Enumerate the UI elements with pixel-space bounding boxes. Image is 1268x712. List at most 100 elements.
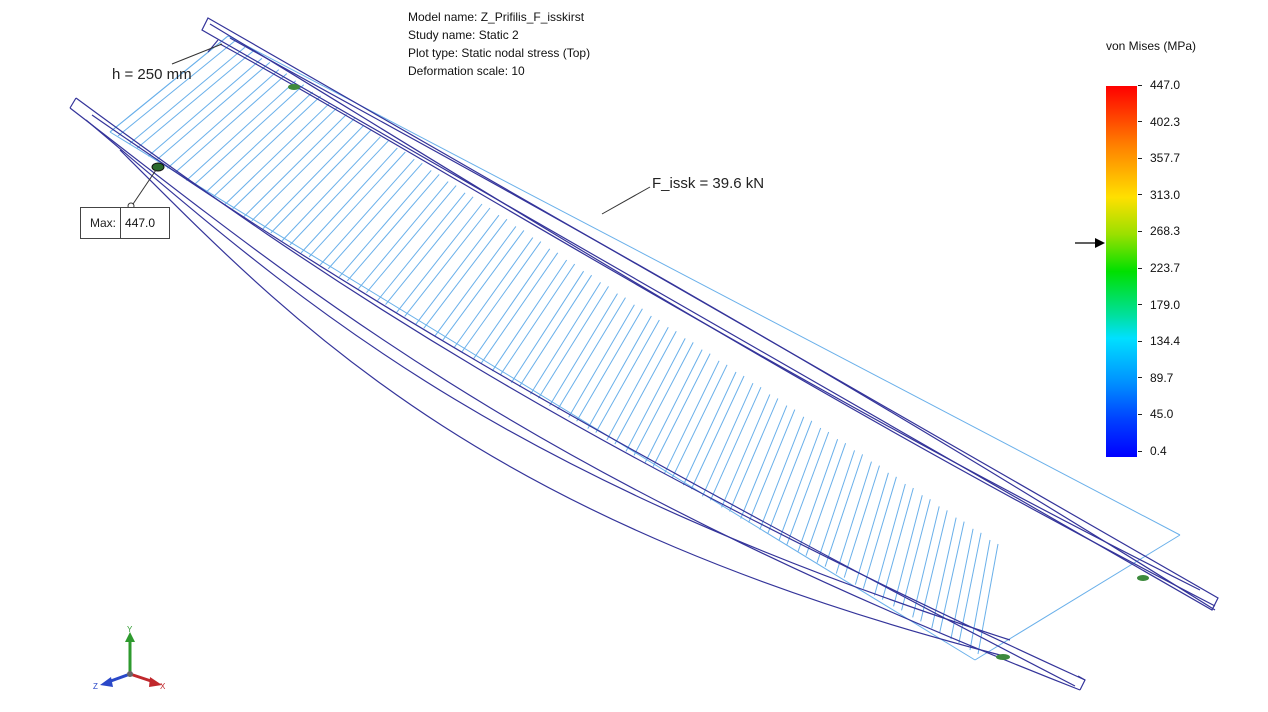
deck-rib (530, 282, 601, 395)
deck-rib (128, 46, 246, 145)
deck-rib (224, 102, 330, 206)
corrugated-deck-mesh (109, 35, 1181, 661)
deck-rib (912, 506, 940, 618)
deck-rib (663, 360, 720, 475)
deck-rib (568, 304, 635, 418)
deck-rib (824, 454, 864, 567)
deck-rib (587, 315, 652, 429)
deck-rib (671, 364, 728, 479)
deck-rib (518, 274, 593, 387)
triad-y-label: Y (127, 625, 133, 634)
force-annotation: F_issk = 39.6 kN (652, 175, 765, 192)
deck-rib (442, 230, 525, 341)
model-name: Model name: Z_Prifilis_F_isskirst (408, 10, 585, 24)
study-name: Study name: Static 2 (408, 28, 519, 42)
deck-rib (194, 84, 305, 185)
triad-z-label: Z (93, 682, 98, 691)
axis-triad-icon: Y X Z (93, 625, 166, 691)
deck-rib (701, 382, 754, 497)
deck-rib (308, 151, 406, 258)
legend-tick: 447.0 (1138, 78, 1180, 92)
max-probe-box[interactable]: Max: 447.0 (80, 207, 171, 239)
deck-rib (843, 465, 880, 578)
deck-rib (366, 185, 457, 294)
deck-rib (434, 226, 517, 337)
yield-arrow-icon (1075, 238, 1105, 248)
max-probe-label: Max: (81, 208, 122, 238)
legend-tick: 268.3 (1138, 224, 1180, 238)
deck-rib (950, 528, 974, 640)
deck-rib (461, 241, 542, 353)
deck-rib (251, 118, 355, 222)
deck-rib (633, 342, 694, 456)
plot-info: Model name: Z_Prifilis_F_isskirst Study … (408, 8, 590, 80)
deck-rib (740, 405, 788, 519)
legend-colorbar[interactable] (1106, 86, 1137, 457)
deck-rib (147, 58, 263, 157)
deck-rib (270, 129, 372, 234)
deck-rib (319, 158, 415, 266)
legend-tick: 134.4 (1138, 334, 1180, 348)
deck-rib (652, 353, 711, 467)
deck-rib (854, 472, 889, 585)
deck-rib (576, 308, 643, 422)
legend-tick: 223.7 (1138, 261, 1180, 275)
deck-rib (232, 106, 338, 210)
deck-rib (155, 62, 271, 161)
deck-rib (595, 319, 660, 433)
deck-rib (606, 326, 669, 441)
deck-rib (748, 409, 796, 523)
deck-rib (175, 73, 288, 173)
upper-beam (201, 17, 1219, 611)
deck-rib (920, 510, 948, 622)
triad-x-label: X (160, 682, 166, 691)
deck-rib (862, 476, 897, 589)
deck-rib (300, 147, 398, 254)
deck-rib (186, 80, 297, 181)
deck-rib (404, 207, 491, 317)
deck-rib (557, 297, 626, 411)
deck-rib (262, 125, 364, 230)
deck-rib (816, 450, 856, 563)
deck-rib (117, 39, 237, 137)
deck-rib (289, 140, 389, 246)
deck-rib (969, 539, 991, 651)
deck-rib (835, 461, 872, 574)
deck-rib (729, 398, 779, 512)
deck-rib (778, 427, 822, 541)
deck-rib (396, 203, 483, 313)
deck-rib (682, 371, 737, 486)
deck-rib (499, 263, 576, 376)
legend-tick: 179.0 (1138, 298, 1180, 312)
height-annotation: h = 250 mm (112, 66, 192, 83)
deck-rib (480, 252, 559, 364)
deck-rib (805, 443, 847, 556)
deck-rib (205, 91, 314, 193)
legend-tick: 357.7 (1138, 151, 1180, 165)
deck-rib (538, 286, 609, 399)
lower-beam (69, 97, 1086, 691)
deck-rib (797, 439, 839, 552)
deck-rib (338, 170, 432, 278)
deck-rib (453, 237, 534, 349)
legend-title: von Mises (MPa) (1106, 39, 1197, 53)
deck-rib (881, 487, 914, 600)
max-probe-value: 447.0 (125, 216, 156, 230)
deck-rib (327, 162, 423, 270)
deck-rib (385, 196, 474, 305)
deck-outline (109, 35, 1181, 661)
deck-rib (759, 416, 805, 530)
legend-tick: 0.4 (1138, 444, 1167, 458)
legend-tick: 89.7 (1138, 371, 1173, 385)
legend-tick: 45.0 (1138, 407, 1173, 421)
deck-rib (614, 330, 677, 445)
deck-rib (721, 394, 771, 508)
deck-rib (213, 95, 322, 197)
deformation-scale: Deformation scale: 10 (408, 64, 525, 78)
deck-rib (415, 214, 500, 325)
legend-tick: 313.0 (1138, 188, 1180, 202)
deck-rib (709, 386, 762, 501)
deck-rib (977, 543, 999, 655)
deck-rib (358, 181, 449, 290)
